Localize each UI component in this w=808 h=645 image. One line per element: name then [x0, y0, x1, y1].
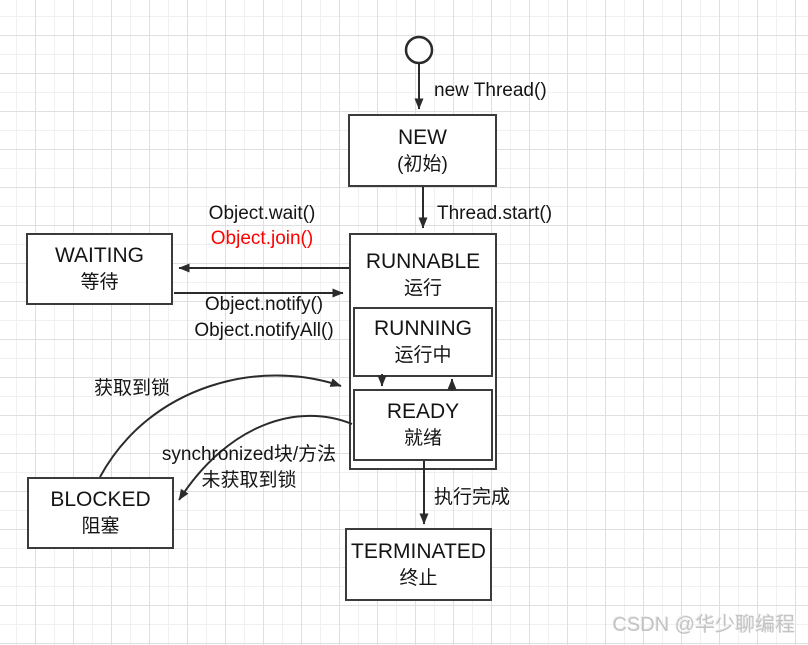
- node-ready-title: READY: [386, 400, 460, 423]
- node-terminated-title: TERMINATED: [351, 539, 486, 563]
- start-state-circle: [404, 35, 434, 65]
- edge-label-thread-start: Thread.start(): [437, 203, 553, 224]
- node-ready: READY 就绪: [353, 389, 493, 461]
- edge-label-object-notifyall: Object.notifyAll(): [194, 320, 334, 341]
- node-new-subtitle: (初始): [397, 153, 448, 175]
- node-running-title: RUNNING: [374, 317, 472, 340]
- edge-label-sync-block: synchronized块/方法: [161, 444, 337, 465]
- node-ready-subtitle: 就绪: [403, 428, 442, 449]
- node-running: RUNNING 运行中: [353, 307, 493, 377]
- edge-label-exec-done: 执行完成: [434, 487, 511, 508]
- csdn-watermark: CSDN @华少聊编程: [612, 614, 795, 636]
- node-blocked: BLOCKED 阻塞: [27, 477, 174, 549]
- node-new: NEW (初始): [348, 114, 497, 187]
- node-terminated: TERMINATED 终止: [345, 528, 492, 601]
- node-waiting: WAITING 等待: [26, 233, 173, 305]
- node-terminated-subtitle: 终止: [399, 567, 438, 589]
- node-waiting-subtitle: 等待: [80, 272, 119, 293]
- node-runnable-subtitle: 运行: [403, 278, 442, 299]
- node-waiting-title: WAITING: [54, 244, 145, 267]
- edge-label-object-notify: Object.notify(): [204, 294, 324, 315]
- edge-label-new-thread: new Thread(): [434, 80, 547, 101]
- node-new-title: NEW: [398, 125, 447, 149]
- edge-label-object-wait: Object.wait(): [208, 203, 316, 224]
- edge-label-acquire-lock: 获取到锁: [94, 378, 171, 399]
- node-runnable-title: RUNNABLE: [365, 250, 481, 273]
- node-running-subtitle: 运行中: [394, 345, 452, 366]
- edge-label-not-acquire-lock: 未获取到锁: [201, 470, 297, 491]
- node-blocked-title: BLOCKED: [50, 488, 151, 511]
- edge-label-object-join: Object.join(): [210, 228, 314, 249]
- node-blocked-subtitle: 阻塞: [81, 516, 120, 537]
